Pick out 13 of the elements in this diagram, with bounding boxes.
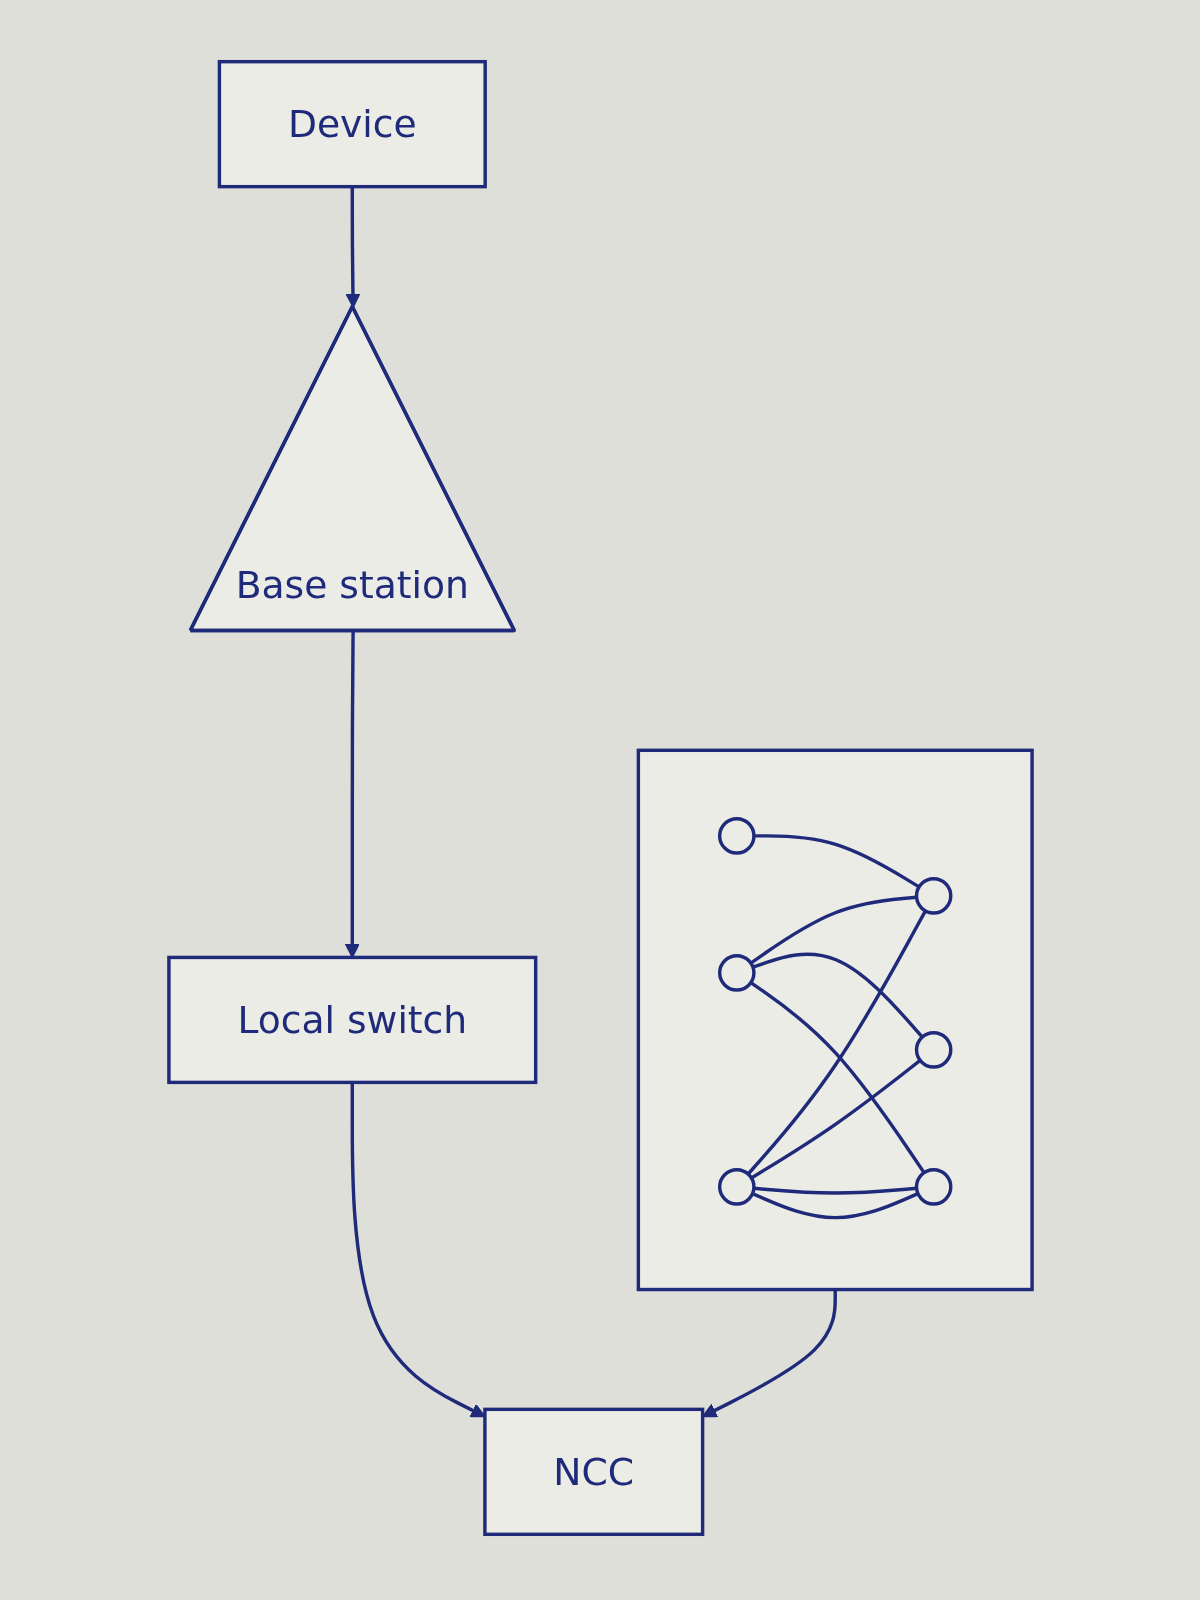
node-box: NCC <box>482 1407 704 1536</box>
connector <box>749 981 925 1174</box>
node-circle <box>914 877 952 915</box>
node-circle <box>914 1031 952 1069</box>
connector <box>750 1059 921 1180</box>
node-circle <box>717 1168 756 1206</box>
node-circle <box>717 954 756 992</box>
node-circle <box>717 817 756 855</box>
node-circle <box>914 1168 952 1206</box>
connector <box>746 910 927 1176</box>
arrow <box>344 186 360 308</box>
node-box: Device <box>217 60 487 189</box>
node-box: Local switch <box>166 955 537 1085</box>
